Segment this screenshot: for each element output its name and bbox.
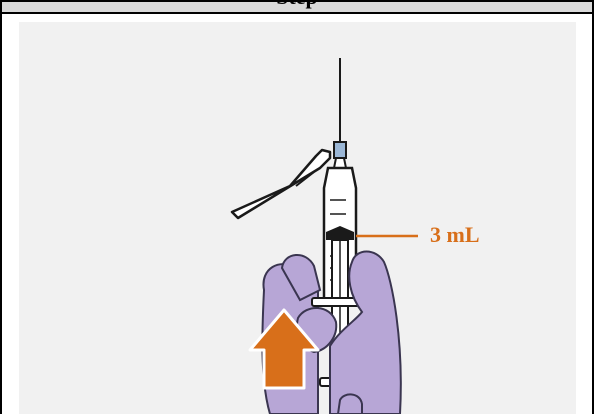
needle-cap-icon	[232, 150, 330, 218]
volume-label: 3 mL	[430, 222, 480, 248]
needle-icon	[334, 58, 346, 168]
